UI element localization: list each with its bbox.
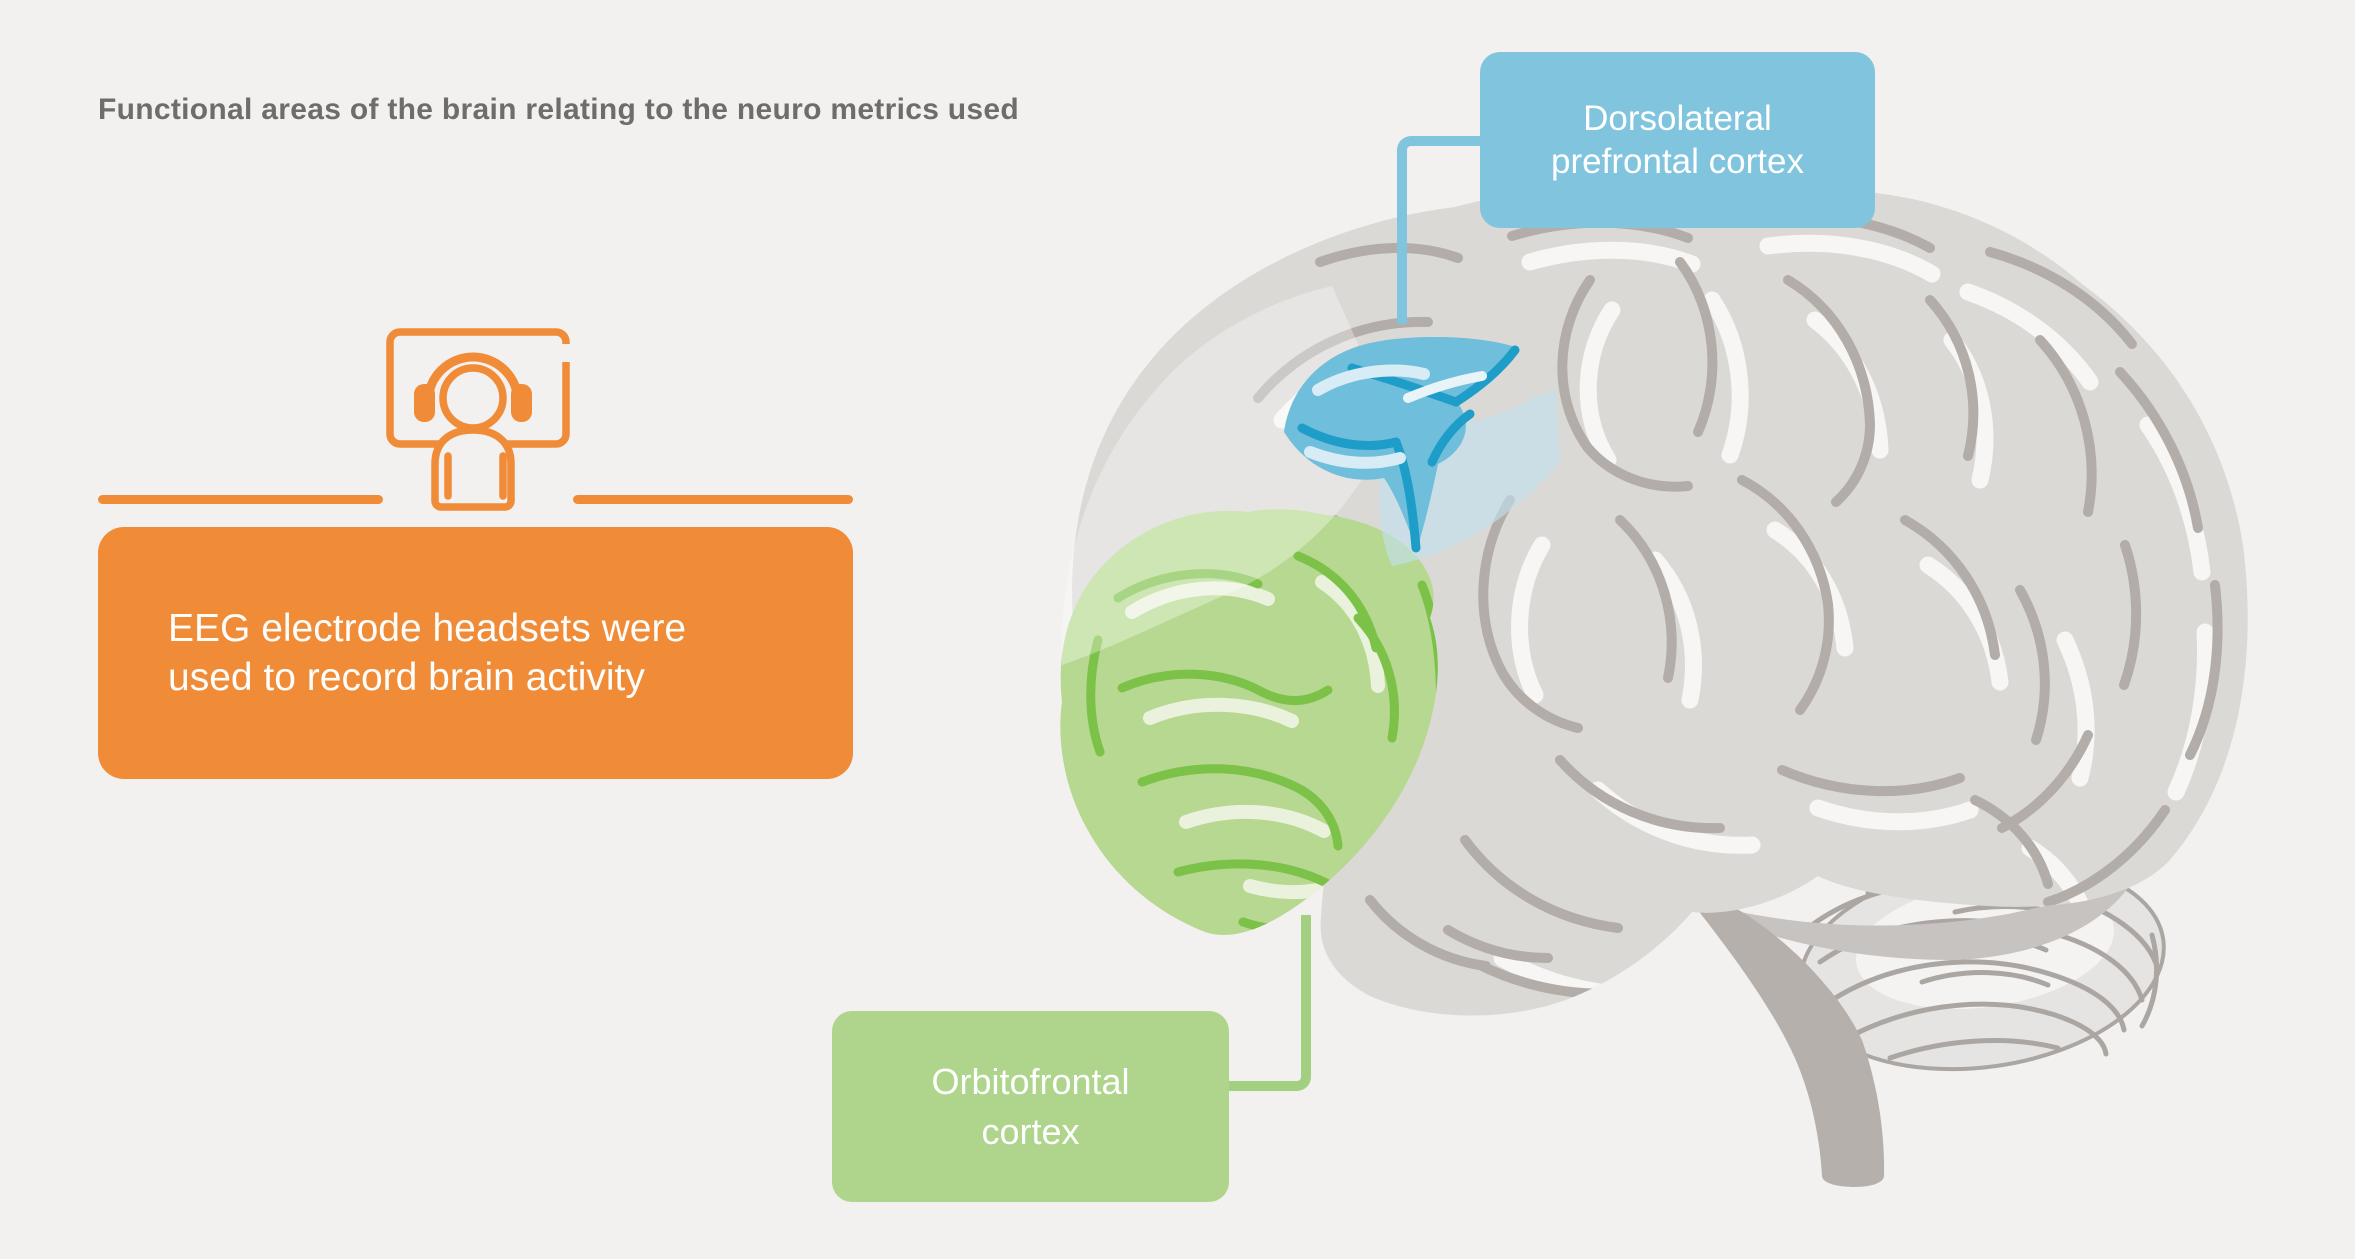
dorsolateral-region <box>1284 336 1560 566</box>
headphone-earcup-left <box>414 384 435 422</box>
cerebrum-underside-shadow <box>1680 876 2136 960</box>
headphone-earcup-right <box>511 384 532 422</box>
eeg-note-line1: EEG electrode headsets were <box>168 607 687 650</box>
dorsolateral-label-line1: Dorsolateral <box>1583 99 1772 138</box>
divider-line-right <box>573 495 853 504</box>
dorsolateral-label: Dorsolateral prefrontal cortex <box>1480 52 1875 228</box>
dorsolateral-label-line2: prefrontal cortex <box>1551 142 1804 181</box>
eeg-headset-person-icon <box>386 328 570 511</box>
orbitofrontal-label-line2: cortex <box>981 1110 1080 1152</box>
orbitofrontal-label-line1: Orbitofrontal <box>931 1060 1130 1102</box>
person-head <box>439 364 507 432</box>
divider-line-left <box>98 495 383 504</box>
dorsolateral-connector-line <box>1397 136 1493 324</box>
orbitofrontal-label: Orbitofrontal cortex <box>832 1011 1229 1202</box>
eeg-note-box: EEG electrode headsets were used to reco… <box>98 527 853 779</box>
page-title: Functional areas of the brain relating t… <box>98 93 1020 126</box>
orbitofrontal-connector-line <box>1229 915 1311 1091</box>
person-torso <box>431 426 515 511</box>
person-arms <box>444 452 507 500</box>
headphone-band <box>423 352 523 407</box>
eeg-note-line2: used to record brain activity <box>168 656 645 699</box>
brainstem <box>1690 900 1885 1187</box>
monitor-edge-gap <box>556 344 570 362</box>
orbitofrontal-region <box>1060 509 1438 935</box>
